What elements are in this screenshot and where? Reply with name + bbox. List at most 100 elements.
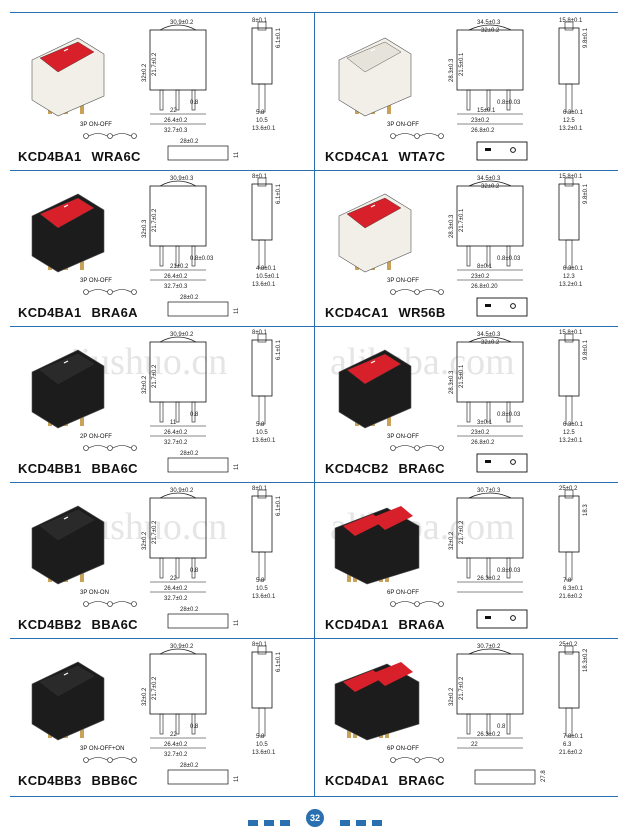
dim-height-2: 21.7±0.2 [152, 208, 158, 232]
circuit-symbol [390, 445, 444, 451]
mode-label: 3P ON-OFF+ON [80, 746, 125, 752]
dim-thickness: 0.8 [497, 724, 506, 730]
switch-photo [31, 661, 105, 741]
dim-side-2: 9.8±0.1 [583, 27, 589, 48]
dimension-drawing [149, 177, 273, 281]
dim-side-2: 18.3±0.2 [583, 648, 589, 672]
dim-pitch-1: 15±0.1 [477, 108, 496, 114]
dim-side-5: 13.6±0.1 [252, 126, 276, 132]
dim-thickness: 0.8±0.03 [497, 100, 521, 106]
dim-width: 34.5±0.3 [477, 20, 501, 26]
dim-side-5: 21.6±0.2 [559, 594, 583, 600]
dim-height-2: 21.7±0.1 [459, 208, 465, 232]
dim-side-3: 5.8 [256, 578, 265, 584]
dim-pitch-3: 32.7±0.2 [164, 440, 188, 446]
dim-thickness: 0.8 [190, 724, 199, 730]
dim-width: 30.9±0.2 [170, 488, 194, 494]
dim-height-2: 21.7±0.2 [152, 676, 158, 700]
dimension-drawing [149, 489, 273, 593]
page-number: 32 [310, 813, 320, 823]
dim-side-3: 6.3±0.1 [563, 422, 584, 428]
dim-height: 28.3±0.3 [449, 58, 455, 82]
dim-height-2: 21.7±0.2 [459, 520, 465, 544]
dimension-drawing [456, 645, 580, 749]
circuit-symbol [390, 757, 444, 763]
dim-side-2: 6.1±0.1 [276, 27, 282, 48]
variant-code: BBB6C [91, 773, 138, 788]
dim-side-4: 12.5 [563, 118, 575, 124]
circuit-symbol [83, 601, 137, 607]
dim-side-4: 10.5 [256, 586, 268, 592]
dim-thickness: 0.8±0.03 [190, 256, 214, 262]
dim-side-5: 13.6±0.1 [252, 750, 276, 756]
dim-side-5: 21.6±0.2 [559, 750, 583, 756]
dim-pitch-3: 26.8±0.20 [471, 284, 498, 290]
dim-side-1: 8±0.1 [252, 486, 268, 492]
dim-width: 34.5±0.3 [477, 176, 501, 182]
switch-photo [338, 37, 412, 117]
dim-pitch-2: 26.4±0.2 [164, 430, 188, 436]
dim-side-3: 5.8 [256, 422, 265, 428]
variant-code: WR56B [398, 305, 446, 320]
dim-width: 30.9±0.2 [170, 332, 194, 338]
dim-pitch-3: 32.7±0.3 [164, 284, 188, 290]
dim-side-4: 6.3 [563, 742, 572, 748]
dim-height: 32±0.2 [142, 375, 148, 394]
model-number: KCD4BA1 [18, 305, 82, 320]
switch-photo [334, 662, 420, 741]
variant-code: BRA6C [398, 773, 445, 788]
dim-width-2: 32±0.2 [481, 184, 500, 190]
dim-side-5: 13.2±0.1 [559, 282, 583, 288]
dim-side-3: 5.8 [256, 734, 265, 740]
dim-thickness: 0.8 [190, 412, 199, 418]
dim-side-4: 12.3 [563, 274, 575, 280]
dim-side-1: 25±0.2 [559, 486, 578, 492]
dim-pitch-1: 26.3±0.2 [477, 576, 501, 582]
dim-thickness: 0.8 [190, 100, 199, 106]
model-number: KCD4CA1 [325, 305, 389, 320]
switch-photo [31, 37, 105, 117]
dim-pitch-1: 21±0.2 [170, 264, 189, 270]
dim-panel: 28±0.2 [180, 607, 199, 613]
dimension-drawing [149, 21, 273, 125]
dim-side-5: 13.6±0.1 [252, 438, 276, 444]
dim-height: 28.3±0.3 [449, 370, 455, 394]
dim-side-2: 18.3 [583, 504, 589, 516]
dim-side-3: 7.8±0.1 [563, 734, 584, 740]
dim-height: 32±0.2 [142, 531, 148, 550]
dim-width: 30.7±0.3 [477, 488, 501, 494]
dim-pitch-3: 26.8±0.2 [471, 128, 495, 134]
dim-panel-height: 11 [234, 151, 240, 158]
circuit-symbol [83, 445, 137, 451]
dim-thickness: 0.8±0.03 [497, 412, 521, 418]
dim-pitch-1: 3±0.1 [477, 420, 493, 426]
panel-cutout [167, 145, 229, 161]
dim-side-3: 7.8 [563, 578, 572, 584]
dim-side-4: 10.5 [256, 430, 268, 436]
dim-pitch-2: 22 [471, 742, 478, 748]
dim-side-5: 13.2±0.1 [559, 126, 583, 132]
dim-side-2: 6.1±0.1 [276, 495, 282, 516]
variant-code: WRA6C [91, 149, 141, 164]
dim-side-1: 8±0.1 [252, 642, 268, 648]
dim-thickness: 0.8 [190, 568, 199, 574]
dim-side-4: 10.5 [256, 118, 268, 124]
panel-cutout [167, 613, 229, 629]
mode-label: 2P ON-OFF [80, 434, 112, 440]
dim-height: 32±0.2 [449, 531, 455, 550]
dim-pitch-2: 26.4±0.2 [164, 742, 188, 748]
dim-side-5: 13.6±0.1 [252, 282, 276, 288]
switch-photo [31, 349, 105, 429]
